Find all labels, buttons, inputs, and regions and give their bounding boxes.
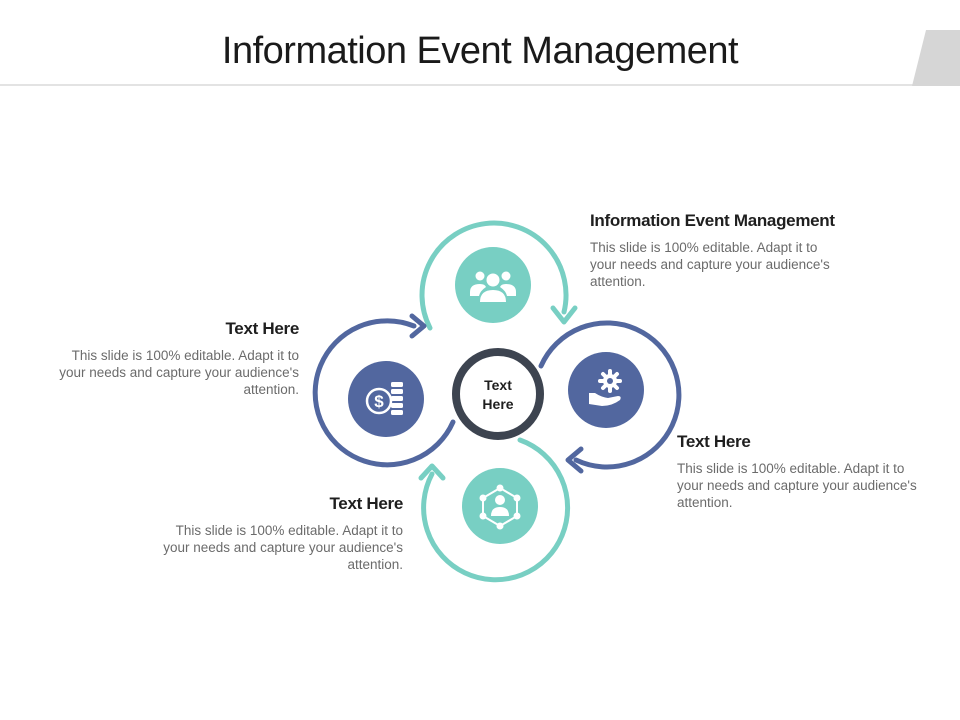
- text-block-left: Text Here This slide is 100% editable. A…: [50, 319, 299, 398]
- corner-decoration: [912, 30, 960, 86]
- slide-title: Information Event Management: [221, 30, 739, 72]
- block-heading: Text Here: [329, 494, 403, 513]
- bottom-node: [462, 468, 538, 544]
- hand-gear-icon: [589, 369, 622, 406]
- text-block-top-right: Information Event Management This slide …: [590, 211, 880, 290]
- block-heading: Text Here: [225, 319, 299, 338]
- block-body: This slide is 100% editable. Adapt it to…: [59, 348, 299, 397]
- block-body: This slide is 100% editable. Adapt it to…: [677, 461, 917, 510]
- network-person-icon: [479, 484, 521, 530]
- block-heading: Information Event Management: [590, 211, 835, 230]
- block-heading: Text Here: [677, 432, 751, 451]
- left-node: [348, 361, 424, 437]
- text-block-right: Text Here This slide is 100% editable. A…: [677, 432, 917, 511]
- bottom-loop-arrow: [421, 437, 571, 583]
- right-node: [568, 352, 644, 428]
- center-ring: [452, 348, 544, 440]
- top-loop-arrow: [419, 220, 569, 331]
- bottom-arrowhead: [418, 463, 446, 481]
- users-icon: [470, 271, 516, 302]
- left-arrowhead: [409, 313, 427, 339]
- left-loop-arrow: [312, 318, 456, 468]
- right-arrowhead: [565, 446, 584, 474]
- block-body: This slide is 100% editable. Adapt it to…: [163, 523, 403, 572]
- svg-text:$: $: [374, 392, 384, 411]
- dollar-coins-icon: $: [365, 382, 403, 415]
- title-divider: [0, 84, 960, 86]
- text-block-bottom-left: Text Here This slide is 100% editable. A…: [156, 494, 403, 573]
- right-loop-arrow: [538, 320, 682, 470]
- top-arrowhead: [550, 305, 578, 325]
- block-body: This slide is 100% editable. Adapt it to…: [590, 240, 830, 289]
